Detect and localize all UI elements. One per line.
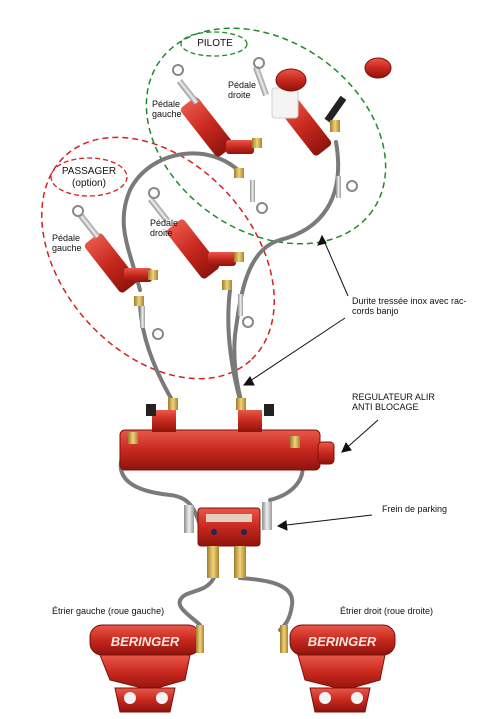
passager-pedale-gauche-line1: Pédale [52, 233, 81, 243]
etrier-gauche [89, 624, 204, 713]
annotation-arrows [243, 234, 379, 531]
pilote-left-master-cylinder [172, 64, 268, 214]
passager-group-outline [41, 136, 275, 380]
pilote-right-master-cylinder [253, 57, 392, 198]
passager-pedale-droite-line1: Pédale [150, 218, 179, 228]
etrier-droit-label: Étrier droit (roue droite) [340, 606, 434, 616]
arrow-durite-upper [321, 235, 349, 297]
reservoir-cap [364, 57, 392, 79]
regulateur-label: REGULATEUR ALIR ANTI BLOCAGE [352, 392, 435, 413]
etrier-gauche-label: Étrier gauche (roue gauche) [52, 606, 165, 616]
pilote-pedale-gauche-line1: Pédale [152, 99, 181, 109]
passager-pedale-droite-label: Pédale droite [150, 218, 178, 239]
pilote-pedale-droite-line1: Pédale [228, 80, 257, 90]
etrier-droit [280, 624, 396, 713]
brake-hoses [118, 140, 341, 632]
arrow-durite-lower [243, 317, 346, 386]
passager-line1: PASSAGER [61, 166, 117, 177]
hose-pilote-right [232, 140, 341, 407]
passager-pedale-gauche-line2: gauche [52, 243, 82, 254]
arrow-frein-parking [277, 514, 373, 527]
regulateur-line2: ANTI BLOCAGE [352, 402, 419, 413]
pilote-pedale-droite-line2: droite [228, 90, 251, 101]
hose-caliper-left [177, 573, 217, 627]
pilote-group-outline [145, 27, 387, 245]
passager-pedale-gauche-label: Pédale gauche [52, 233, 82, 254]
passager-label: PASSAGER (option) [55, 166, 123, 189]
frein-de-parking [184, 502, 272, 578]
passager-left-master-cylinder [72, 205, 164, 340]
pilote-label: PILOTE [197, 38, 233, 49]
hose-passager-left [138, 298, 177, 407]
pilote-pedale-gauche-line2: gauche [152, 109, 182, 120]
passager-pedale-droite-line2: droite [150, 228, 173, 239]
passager-label-outline [50, 157, 128, 197]
frein-parking-label: Frein de parking [382, 504, 448, 514]
hose-passager-right [226, 288, 242, 402]
durite-line1: Durite tressée inox avec rac- [352, 296, 467, 306]
hose-caliper-right [238, 576, 295, 632]
regulateur-line1: REGULATEUR ALIR [352, 392, 435, 402]
regulateur-anti-blocage [119, 398, 335, 471]
pilote-label-outline [180, 31, 248, 57]
pilote-pedale-droite-label: Pédale droite [228, 80, 256, 101]
caliper-droit-brand: BERINGER [308, 634, 377, 649]
pilote-pedale-gauche-label: Pédale gauche [152, 99, 182, 120]
durite-label: Durite tressée inox avec rac- cords banj… [352, 296, 467, 317]
hose-pilote-left [121, 151, 244, 292]
durite-line2: cords banjo [352, 306, 399, 317]
passager-right-master-cylinder [148, 187, 254, 328]
caliper-gauche-brand: BERINGER [111, 634, 180, 649]
passager-line2: (option) [72, 177, 106, 189]
